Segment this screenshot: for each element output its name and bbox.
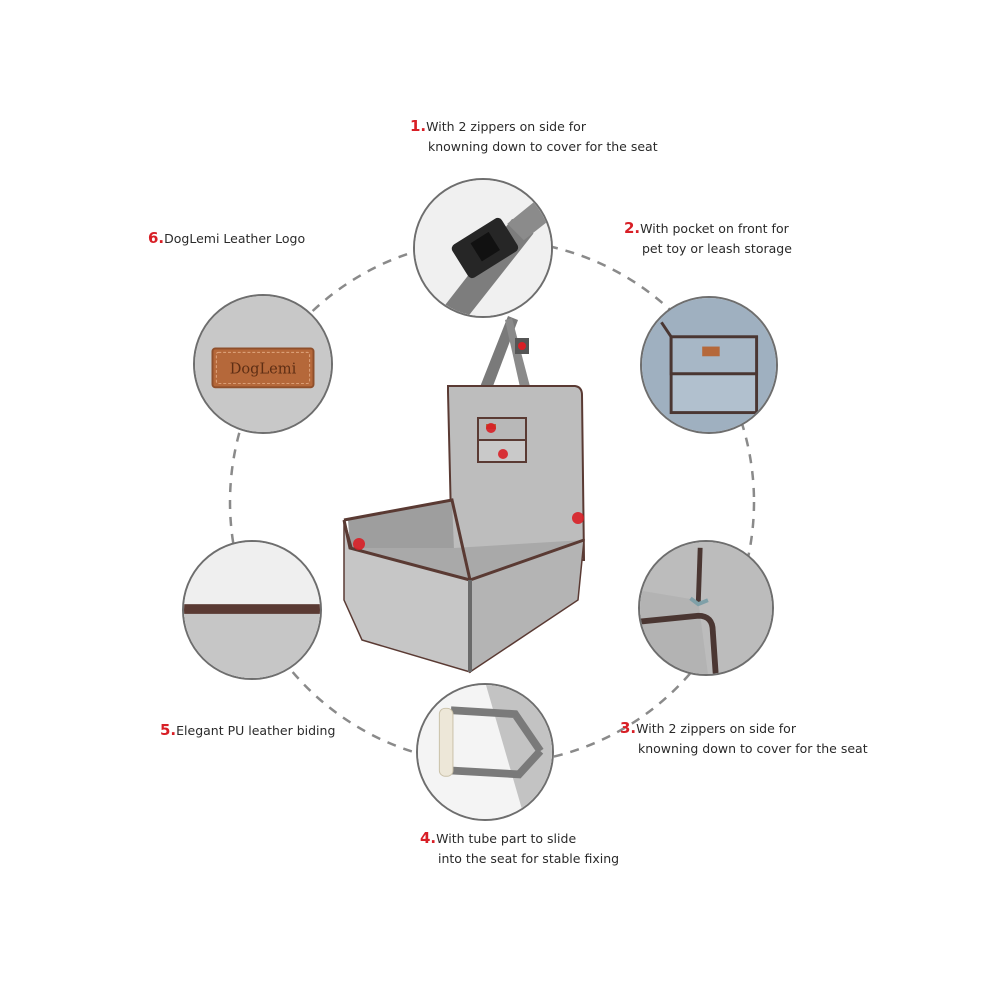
callout-5: 5.Elegant PU leather biding	[160, 720, 335, 741]
leather-biding-icon	[184, 542, 320, 678]
callout-number: 3.	[620, 719, 637, 737]
callout-line2: knowning down to cover for the seat	[638, 741, 868, 756]
callout-line2: into the seat for stable fixing	[438, 851, 620, 866]
logo-patch-text: DogLemi	[230, 361, 297, 378]
leather-logo-icon: DogLemi	[195, 296, 331, 432]
callout-line2: knowning down to cover for the seat	[428, 139, 658, 154]
callout-line1: With pocket on front for	[640, 221, 789, 236]
detail-tube-circle	[416, 683, 554, 821]
detail-buckle-circle	[413, 178, 553, 318]
callout-1: 1.With 2 zippers on side for knowning do…	[410, 116, 658, 157]
zipper-icon	[640, 542, 772, 674]
tube-icon	[418, 685, 552, 819]
callout-number: 2.	[624, 219, 641, 237]
callout-2: 2.With pocket on front for pet toy or le…	[624, 218, 792, 259]
callout-line2: pet toy or leash storage	[642, 241, 792, 256]
callout-number: 5.	[160, 721, 177, 739]
detail-zipper-circle	[638, 540, 774, 676]
callout-line1: Elegant PU leather biding	[176, 723, 336, 738]
callout-number: 6.	[148, 229, 165, 247]
pocket-icon	[642, 298, 776, 432]
callout-number: 4.	[420, 829, 437, 847]
detail-biding-circle	[182, 540, 322, 680]
callout-line1: With tube part to slide	[436, 831, 577, 846]
callout-4: 4.With tube part to slide into the seat …	[420, 828, 619, 869]
callout-6: 6.DogLemi Leather Logo	[148, 228, 305, 249]
detail-logo-circle: DogLemi	[193, 294, 333, 434]
callout-3: 3.With 2 zippers on side for knowning do…	[620, 718, 868, 759]
callout-number: 1.	[410, 117, 427, 135]
callout-line1: DogLemi Leather Logo	[164, 231, 306, 246]
callout-line1: With 2 zippers on side for	[426, 119, 586, 134]
detail-pocket-circle	[640, 296, 778, 434]
callout-line1: With 2 zippers on side for	[636, 721, 796, 736]
buckle-icon	[415, 180, 551, 316]
